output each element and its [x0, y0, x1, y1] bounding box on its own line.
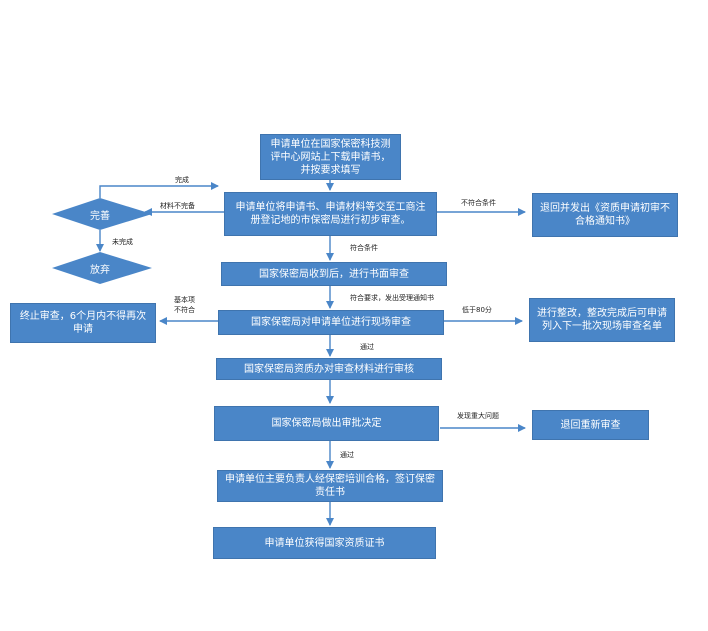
edge-label-not-done: 未完成 — [112, 238, 133, 246]
edge-label-below-80: 低于80分 — [462, 306, 492, 314]
edge-label-meets-requirements: 符合要求，发出受理通知书 — [350, 294, 434, 302]
step-office-audit: 国家保密局资质办对审查材料进行审核 — [216, 358, 442, 380]
edge-label-pass-1: 通过 — [360, 343, 374, 351]
edge-label-pass-2: 通过 — [340, 451, 354, 459]
step-onsite-review: 国家保密局对申请单位进行现场审查 — [218, 310, 444, 335]
step-rectify: 进行整改，整改完成后可申请列入下一批次现场审查名单 — [529, 298, 675, 342]
edge-label-not-meet: 不符合条件 — [461, 199, 496, 207]
step-return-notice: 退回并发出《资质申请初审不合格通知书》 — [532, 193, 678, 237]
diamond-complete-label: 完善 — [90, 210, 110, 222]
step-training: 申请单位主要负责人经保密培训合格，签订保密责任书 — [217, 470, 443, 502]
decision-diamond-give-up — [52, 252, 152, 284]
edge-label-meet: 符合条件 — [350, 244, 378, 252]
step-terminate-review: 终止审查，6个月内不得再次申请 — [10, 303, 156, 343]
step-download-application: 申请单位在国家保密科技测评中心网站上下载申请书，并按要求填写 — [260, 134, 401, 180]
edge-label-done: 完成 — [175, 176, 189, 184]
edge-label-incomplete-materials: 材料不完备 — [160, 202, 195, 210]
decision-diamond-complete — [52, 198, 152, 230]
edge-label-not-conform: 不符合 — [174, 306, 195, 314]
step-approval-decision: 国家保密局做出审批决定 — [214, 406, 439, 441]
diamond-give-up-label: 放弃 — [90, 264, 110, 276]
step-written-review: 国家保密局收到后，进行书面审查 — [221, 262, 447, 286]
edge-label-major-issue: 发现重大问题 — [457, 412, 499, 420]
step-certificate: 申请单位获得国家资质证书 — [213, 527, 436, 559]
step-submit-materials: 申请单位将申请书、申请材料等交至工商注册登记地的市保密局进行初步审查。 — [224, 192, 437, 236]
edge-label-basic-item: 基本项 — [174, 296, 195, 304]
step-re-review: 退回重新审查 — [532, 410, 649, 440]
